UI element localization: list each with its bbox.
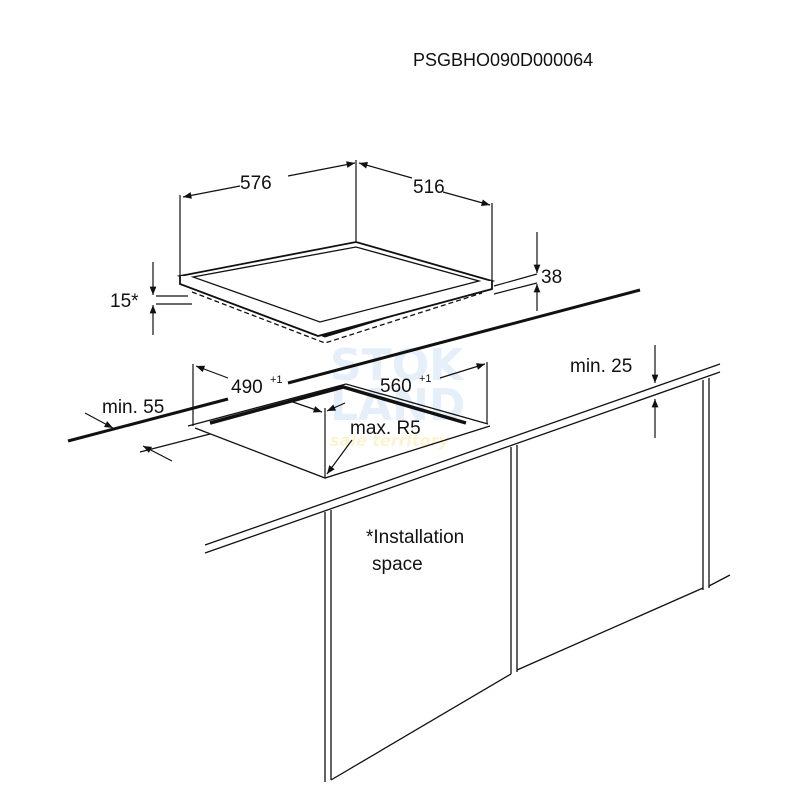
- installation-note-line1: *Installation: [366, 527, 464, 548]
- hob: [176, 241, 496, 344]
- countertop: [67, 288, 721, 554]
- installation-note-line2: space: [372, 554, 423, 575]
- cutout-width-tolerance: +1: [419, 373, 432, 385]
- radius-label: max. R5: [350, 418, 421, 439]
- wall-min-label: min. 25: [570, 356, 632, 377]
- depth-label: 516: [413, 177, 445, 198]
- product-code: PSGBHO090D000064: [413, 50, 593, 70]
- cabinet: [324, 378, 731, 782]
- width-label: 576: [240, 173, 272, 194]
- cutout-width-label: 560: [380, 376, 412, 397]
- cutout-depth-tolerance: +1: [270, 374, 283, 386]
- watermark-text: sale territory: [330, 431, 450, 450]
- height-label: 38: [541, 267, 562, 288]
- front-min-label: min. 55: [102, 397, 164, 418]
- hob-dimensions: [149, 160, 541, 335]
- cutout-depth-label: 490: [231, 377, 263, 398]
- gap-label: 15*: [110, 291, 139, 312]
- cutout-dimensions: [84, 345, 659, 478]
